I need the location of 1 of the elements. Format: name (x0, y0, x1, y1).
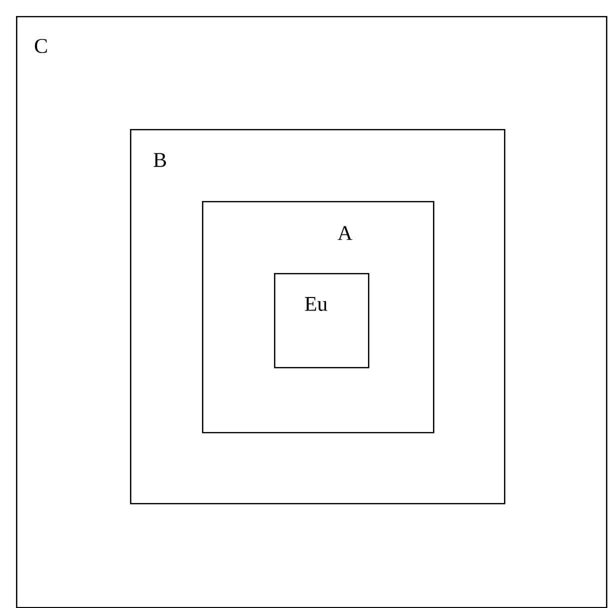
box: Eu (274, 273, 370, 368)
